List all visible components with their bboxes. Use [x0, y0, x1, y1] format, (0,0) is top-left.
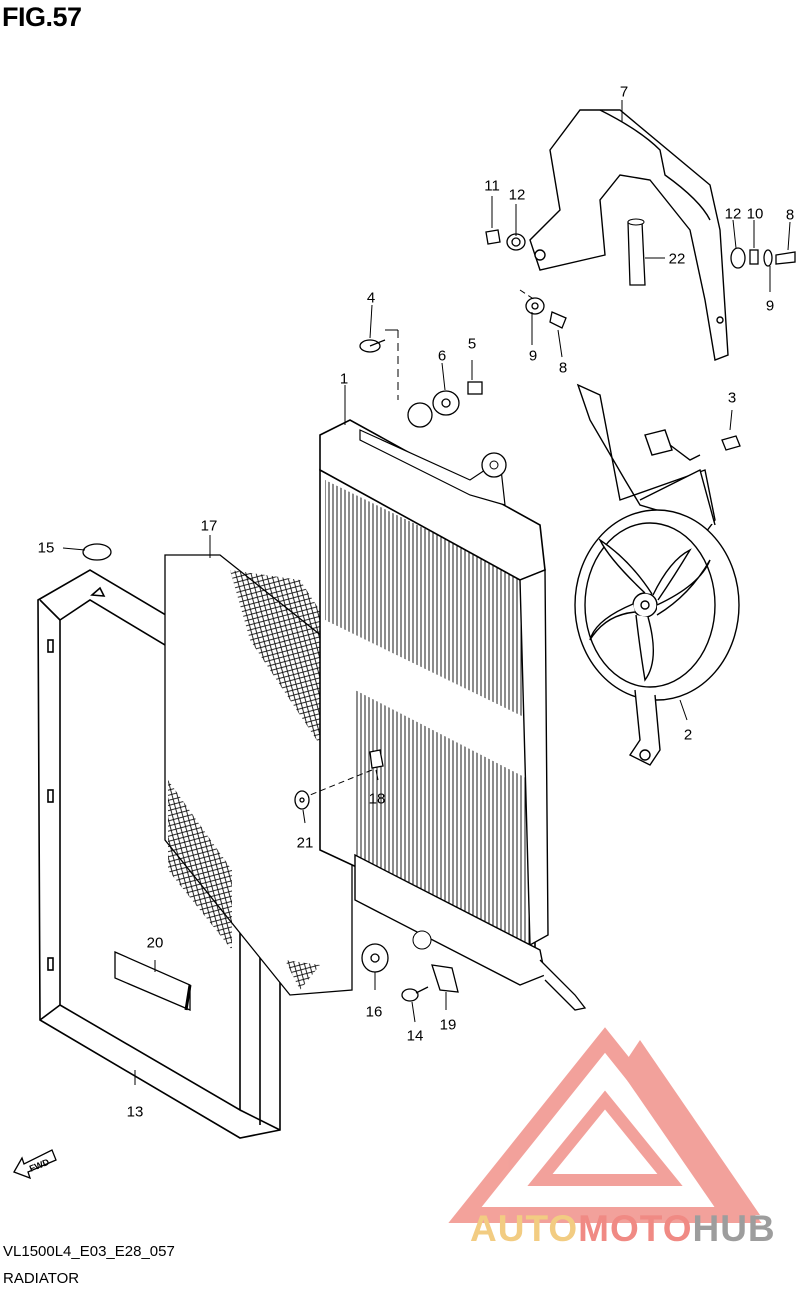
callout-2: 2 [683, 726, 693, 744]
brand-part-hub: HUB [692, 1208, 776, 1249]
callout-21: 21 [296, 834, 314, 852]
figure-name: RADIATOR [3, 1270, 80, 1287]
figure-code: VL1500L4_E03_E28_057 [3, 1243, 175, 1260]
watermark-logo [448, 1027, 762, 1223]
figure-title: FIG.57 [2, 2, 82, 32]
fwd-arrow-icon: FWD [13, 1149, 57, 1180]
radiator-core-1 [319, 402, 587, 1011]
callout-8a: 8 [785, 206, 795, 224]
bracket-7 [529, 109, 729, 361]
callout-1: 1 [339, 370, 349, 388]
callout-3: 3 [727, 389, 737, 407]
callout-12a: 12 [508, 186, 526, 204]
brand-part-moto: MOTO [578, 1208, 693, 1249]
cushion-22 [627, 218, 646, 286]
brand-part-auto: AUTO [470, 1208, 579, 1249]
callout-17: 17 [200, 517, 218, 535]
cooling-fan-2 [574, 383, 740, 766]
callout-9b: 9 [528, 347, 538, 365]
callout-16: 16 [365, 1003, 383, 1021]
callout-13: 13 [126, 1103, 144, 1121]
callout-5: 5 [467, 335, 477, 353]
callout-20: 20 [146, 934, 164, 952]
callout-19: 19 [439, 1016, 457, 1034]
callout-18: 18 [368, 790, 386, 808]
callout-15: 15 [37, 539, 55, 557]
watermark-brand: AUTOMOTOHUB [470, 1208, 776, 1250]
callout-12b: 12 [724, 205, 742, 223]
label-plate-20 [114, 951, 192, 1011]
callout-14: 14 [406, 1027, 424, 1045]
callout-4: 4 [366, 289, 376, 307]
leader-lines [62, 100, 791, 1085]
callout-11: 11 [484, 177, 500, 195]
callout-9a: 9 [765, 297, 775, 315]
callout-7: 7 [619, 83, 629, 101]
fwd-label: FWD [28, 1157, 51, 1174]
hardware-parts [82, 229, 796, 1002]
callout-22: 22 [668, 250, 686, 268]
callout-8b: 8 [558, 359, 568, 377]
callout-6: 6 [437, 347, 447, 365]
callout-10: 10 [746, 205, 764, 223]
